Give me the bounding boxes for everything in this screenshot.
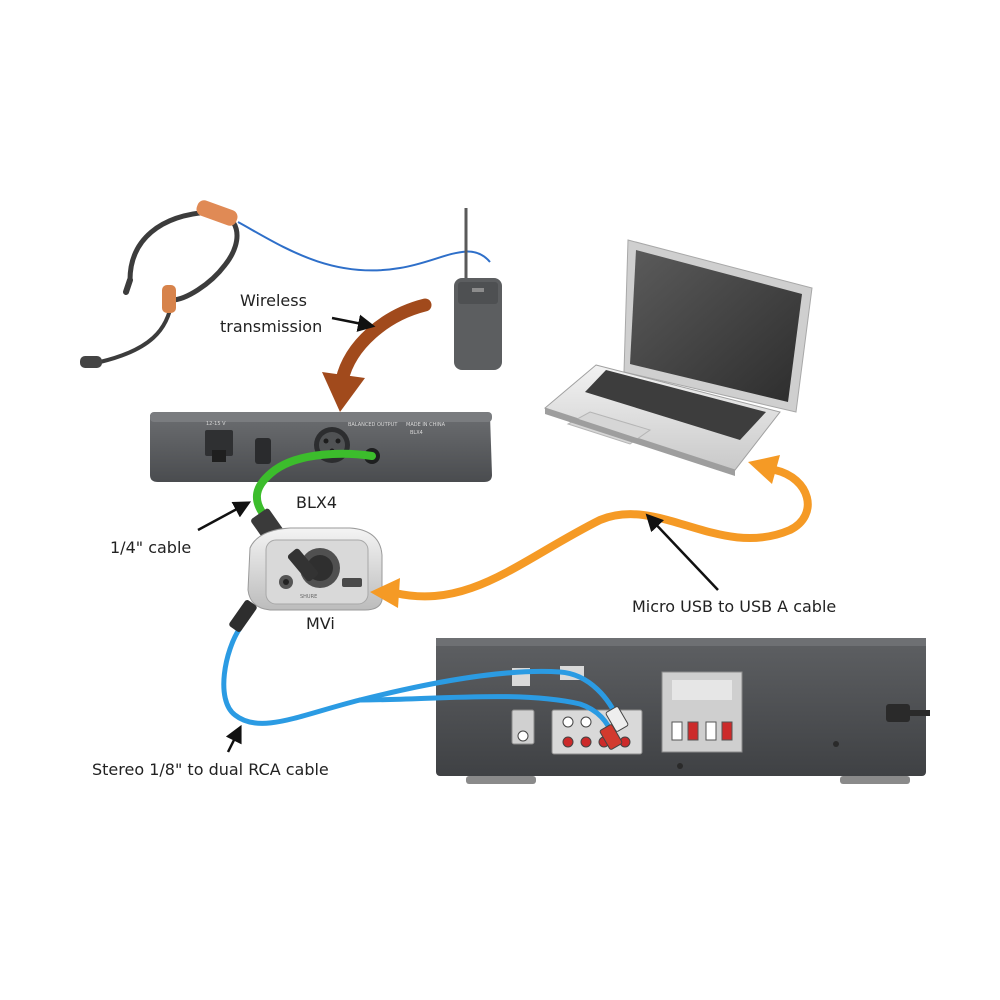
quarter-cable-label: 1/4" cable [110,538,191,557]
wireless-receiver-icon: BALANCED OUTPUT MADE IN CHINA BLX4 12-15… [150,412,492,482]
laptop-icon [543,239,813,476]
eighth-inch-plug [229,600,257,632]
rca-plugs [599,706,629,750]
wireless-label-line2: transmission [220,317,322,336]
blx4-label: BLX4 [296,493,337,512]
usb-cable [391,466,812,601]
quarter-inch-plug-inserted [287,548,319,582]
wireless-transmission-arrow [322,298,432,412]
quarter-inch-cable [252,449,376,524]
svg-text:BLX4: BLX4 [410,430,423,436]
mvi-label: MVi [306,614,335,633]
usb-cable-pointer-arrow [645,513,719,591]
bodypack-transmitter-icon [454,208,502,370]
headset-microphone-icon [80,200,240,368]
rca-cable-branch [357,694,615,738]
usb-arrow-head-laptop [748,455,780,484]
svg-text:SHURE: SHURE [300,594,317,600]
rca-cable-pointer-arrow [225,724,242,753]
quarter-cable-pointer-arrow [197,501,252,532]
svg-text:MADE IN CHINA: MADE IN CHINA [406,422,446,428]
stereo-receiver-icon [436,638,930,784]
audio-interface-icon: SHURE [247,527,383,611]
svg-text:12-15 V: 12-15 V [206,421,226,427]
wireless-pointer-arrow [331,314,376,332]
headset-cable [237,221,491,272]
usb-arrow-head-mvi [370,578,400,608]
wireless-label-line1: Wireless [240,291,307,310]
svg-text:BALANCED OUTPUT: BALANCED OUTPUT [348,422,398,428]
usb-cable-label: Micro USB to USB A cable [632,597,836,616]
rca-cable-label: Stereo 1/8" to dual RCA cable [92,760,329,779]
